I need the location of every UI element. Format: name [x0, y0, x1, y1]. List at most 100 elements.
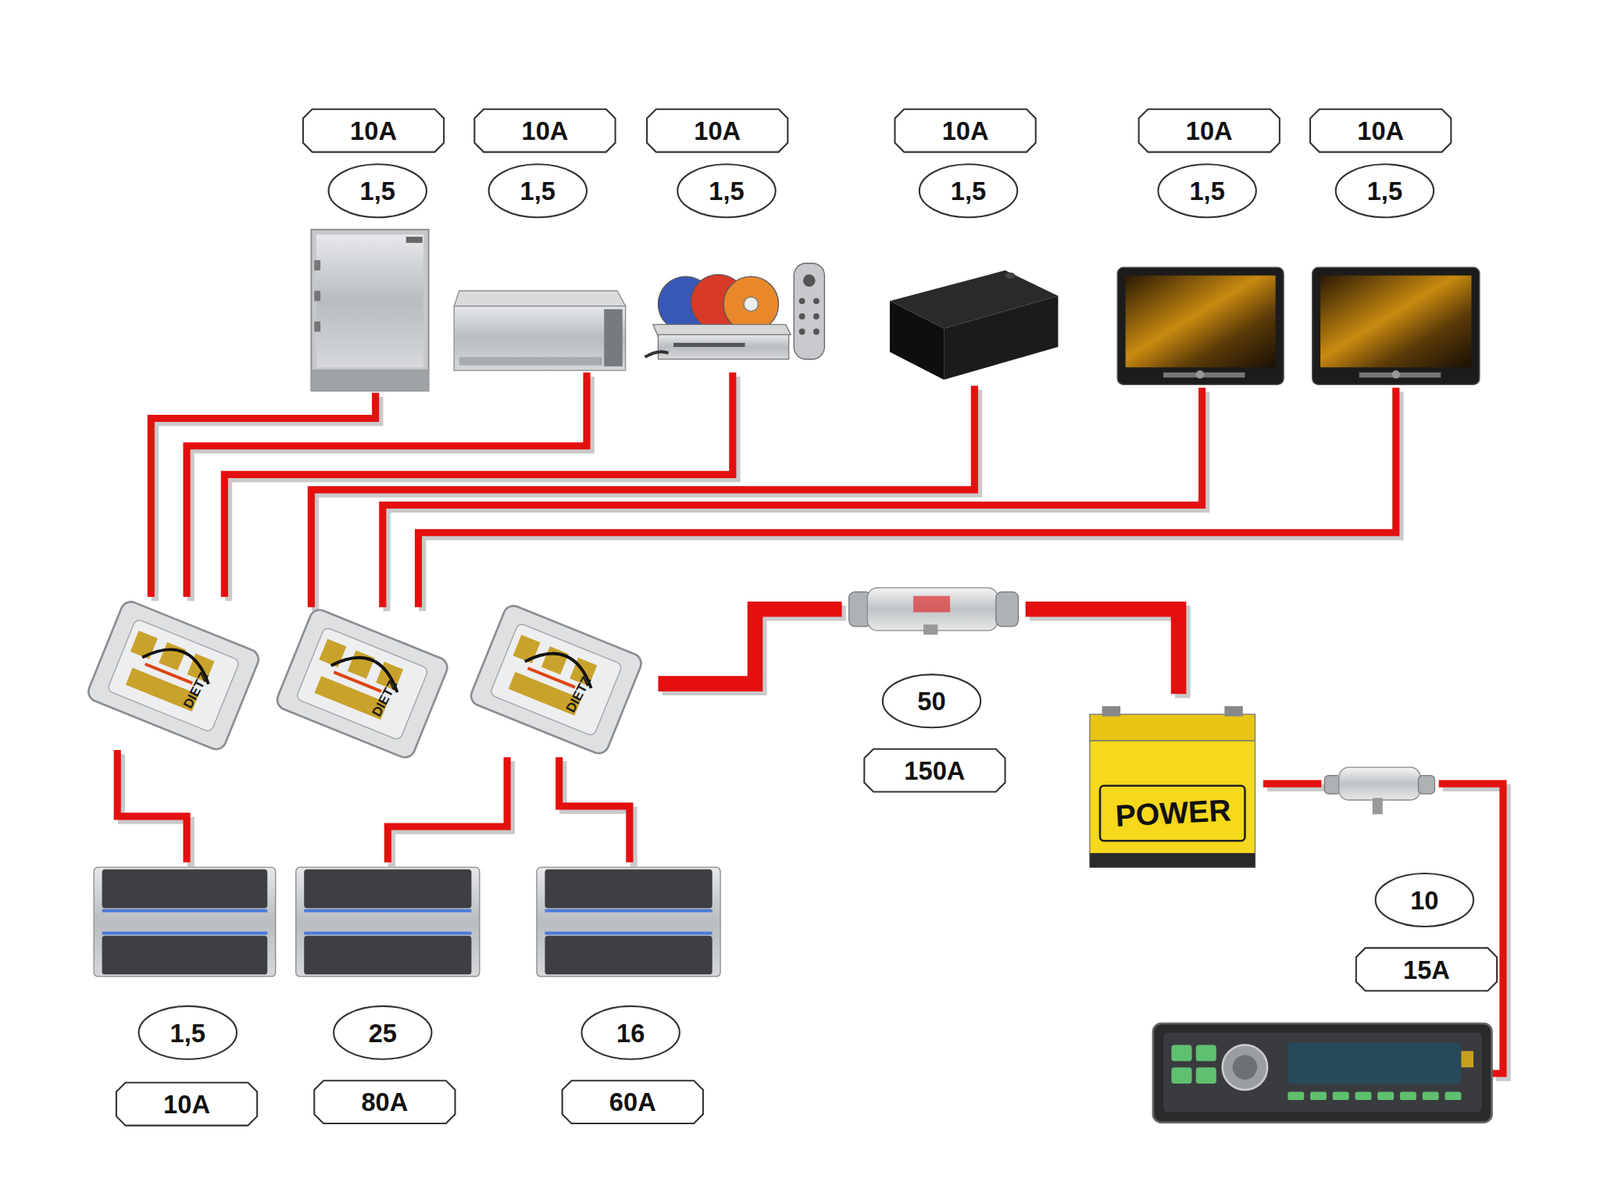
box-outline: [303, 109, 444, 153]
distribution-block-part: [528, 667, 576, 687]
box-outline: [1310, 109, 1451, 153]
amplifier-part: [93, 867, 275, 977]
fuse-rating-box: 150A: [864, 749, 1005, 793]
main-power-cable-part: [657, 609, 842, 684]
head-unit-part: [1310, 1092, 1327, 1100]
navigation-unit-part: [459, 357, 603, 365]
dvd-player-part: [723, 276, 779, 333]
distribution-block-part: [541, 646, 569, 675]
battery-brand: POWER: [1114, 792, 1232, 834]
power-wire-part: [382, 387, 1203, 608]
box-outline: [562, 1080, 704, 1124]
distribution-block-part: [295, 626, 429, 741]
power-wire-part: [418, 387, 1397, 608]
amplifier: [536, 867, 721, 977]
power-wire-part: [117, 750, 187, 863]
battery-part: [1089, 853, 1256, 868]
navigation-unit-part: [453, 306, 625, 371]
main-fuse-holder-part: [913, 596, 950, 613]
head-unit-part: [1196, 1067, 1217, 1084]
amplifier-part: [303, 931, 472, 935]
distribution-block-part: [347, 650, 375, 679]
amplifier-part: [536, 867, 721, 977]
processor-unit: [310, 229, 429, 391]
distribution-block-part: [274, 607, 450, 761]
fuse-rating-box: 80A: [314, 1080, 455, 1124]
power-wire-part: [310, 385, 975, 608]
wire-gauge-text: 10: [1374, 872, 1475, 929]
head-unit-part: [1287, 1042, 1461, 1084]
fuse-rating-text: 10A: [1139, 109, 1280, 153]
box-outline: [474, 109, 615, 153]
wire-gauge-text: 16: [580, 1005, 681, 1061]
head-unit-part: [1196, 1044, 1217, 1061]
dvd-player-part: [803, 274, 816, 287]
wire-gauge-text: 25: [332, 1005, 433, 1061]
wire-shadow: [121, 376, 1508, 1078]
distribution-block: [467, 603, 644, 757]
video-monitor-part: [1392, 370, 1400, 379]
fuse-rating-text: 10A: [116, 1082, 258, 1126]
fuse-rating-box: 15A: [1356, 947, 1497, 991]
wire-gauge-text: 1,5: [487, 163, 588, 219]
head-unit-part: [1460, 1050, 1474, 1068]
inline-fuse-holder-part: [1372, 797, 1383, 815]
amplifier: [93, 867, 275, 977]
video-monitor-part: [1359, 372, 1441, 379]
distribution-block-part: [489, 622, 623, 737]
head-unit-part: [1163, 1032, 1483, 1113]
main-fuse-holder-part: [923, 624, 938, 635]
fuse-rating-box: 60A: [562, 1080, 704, 1124]
battery-part: [1102, 706, 1122, 717]
amplifier-part: [102, 909, 268, 913]
head-unit-part: [1444, 1092, 1461, 1100]
box-outline: [864, 749, 1005, 793]
power-wire-part: [559, 757, 630, 863]
wire-gauge-text: 50: [881, 673, 982, 729]
head-unit-part: [1287, 1092, 1461, 1100]
video-monitor: [1117, 267, 1284, 385]
wire-gauge-text: 1,5: [327, 163, 428, 219]
dvd-player-part: [799, 328, 806, 336]
distribution-block-part: [158, 642, 186, 671]
processor-unit-part: [314, 290, 321, 301]
distribution-block-part: [333, 671, 382, 691]
wire-gauge-ellipse: 1,5: [918, 163, 1019, 219]
fuse-rating-box: 10A: [303, 109, 444, 153]
box-outline: [646, 109, 788, 153]
power-wire-part: [186, 372, 587, 597]
main-fuse-holder-part: [867, 587, 998, 631]
wire-gauge-ellipse: 1,5: [327, 163, 428, 219]
fuse-rating-text: 10A: [1310, 109, 1451, 153]
fuse-rating-text: 150A: [864, 749, 1005, 793]
wire-gauge-text: 1,5: [1334, 163, 1435, 219]
processor-unit-part: [406, 236, 423, 243]
head-unit-part: [1377, 1092, 1394, 1100]
dvd-player-part: [743, 296, 758, 311]
wire-shadow-part: [392, 760, 512, 867]
amplifier-part: [544, 909, 712, 913]
wire-gauge-ellipse: 10: [1374, 872, 1475, 929]
video-monitor-part: [1320, 275, 1472, 368]
black-module-part: [1005, 272, 1016, 279]
head-unit-part: [1422, 1092, 1440, 1100]
main-fuse-holder-part: [996, 592, 1019, 627]
power-wire: [117, 372, 1504, 1074]
navigation-unit: [453, 290, 625, 371]
battery-part: [1224, 706, 1243, 717]
processor-unit-part: [310, 369, 429, 391]
block-brand: DIETZ: [179, 669, 211, 711]
wire-gauge-text: 1,5: [1157, 163, 1258, 219]
fuse-rating-box: 10A: [894, 109, 1036, 153]
distribution-block-part: [467, 603, 644, 757]
processor-unit-part: [314, 260, 321, 271]
fuse-rating-text: 10A: [894, 109, 1036, 153]
box-outline: [116, 1082, 258, 1126]
wire-gauge-ellipse: 1,5: [487, 163, 588, 219]
video-monitor: [1312, 267, 1480, 385]
navigation-unit-part: [453, 290, 625, 307]
block-brand: DIETZ: [562, 673, 594, 715]
wire-gauge-ellipse: 16: [580, 1005, 681, 1061]
box-outline: [1139, 109, 1280, 153]
